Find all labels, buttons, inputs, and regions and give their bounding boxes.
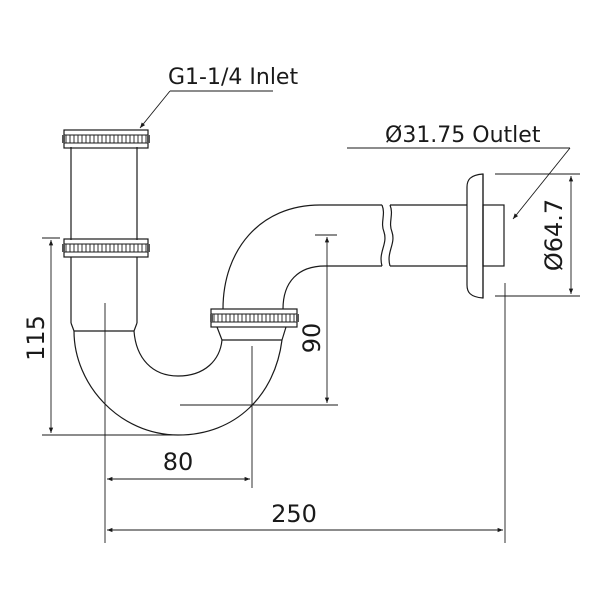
inlet-middle-nut	[62, 238, 150, 258]
dimension-90-label: 90	[298, 323, 326, 354]
outlet-label: Ø31.75 Outlet	[385, 123, 541, 148]
inlet-callout: G1-1/4 Inlet	[139, 65, 298, 129]
dimension-115: 115	[22, 237, 180, 436]
dimension-flange: Ø64.7	[495, 173, 580, 297]
dimension-115-label: 115	[22, 315, 50, 361]
outlet-callout: Ø31.75 Outlet	[347, 123, 571, 220]
dimension-80: 80	[107, 448, 250, 482]
outlet-elbow	[222, 204, 467, 310]
outlet-flange	[466, 173, 505, 299]
dimension-90: 90	[180, 234, 338, 406]
inlet-label: G1-1/4 Inlet	[168, 65, 298, 90]
dimension-250: 250	[107, 500, 503, 533]
dimension-flange-label: Ø64.7	[540, 199, 568, 271]
inlet-pipe	[70, 147, 138, 332]
u-bend	[73, 326, 287, 436]
dimension-80-label: 80	[163, 448, 194, 476]
inlet-top-nut	[62, 129, 150, 149]
outlet-nut	[210, 308, 299, 328]
dimension-250-label: 250	[271, 500, 317, 528]
